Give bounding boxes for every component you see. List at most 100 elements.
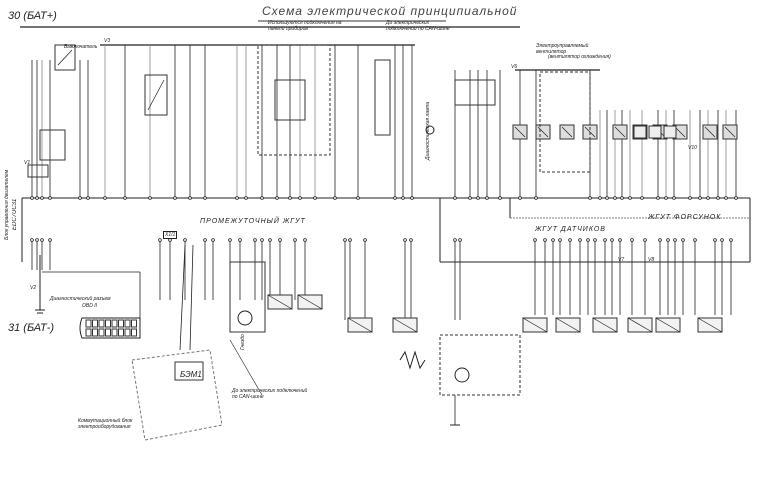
actuator-diagonal xyxy=(514,126,526,138)
connector-pin xyxy=(235,196,239,200)
battery-minus-label: 31 (БАТ-) xyxy=(8,322,55,334)
can-note-top: До электрических подключений по CAN-шине xyxy=(386,20,450,32)
ref-v2: V2 xyxy=(30,285,37,291)
connector-pin xyxy=(588,196,592,200)
can-note: До электрических подключений по CAN-шине xyxy=(232,388,308,400)
connector-pin xyxy=(40,238,44,242)
connector-pin xyxy=(620,196,624,200)
diagram-title: Схема электрической принципиальной xyxy=(262,4,518,18)
obd-pin xyxy=(124,319,131,328)
injector-coil xyxy=(648,125,662,139)
connector-pin xyxy=(558,238,562,242)
connector-pin xyxy=(724,196,728,200)
connector-pin xyxy=(485,196,489,200)
main-relay xyxy=(39,129,66,161)
obd-pin xyxy=(92,328,98,337)
fan-sublabel: (вентилятор охлаждения) xyxy=(548,54,611,60)
connector-pin xyxy=(203,196,207,200)
gauge-box xyxy=(229,261,266,333)
connector-tag: X1/1 xyxy=(163,231,178,239)
ignition-switch xyxy=(54,44,76,71)
gauge-icon xyxy=(237,310,253,326)
connector-pin xyxy=(543,238,547,242)
motor-icon xyxy=(454,367,470,383)
obd-pin xyxy=(85,328,92,337)
fan-label: Электроуправляемый вентилятор xyxy=(536,43,589,55)
connector-pin xyxy=(275,196,279,200)
sensor-diagonal xyxy=(592,317,618,333)
sensor-harness-label: ЖГУТ ДАТЧИКОВ xyxy=(535,226,606,233)
connector-pin xyxy=(688,196,692,200)
connector-pin xyxy=(48,238,52,242)
connector-pin xyxy=(410,196,414,200)
connector-pin xyxy=(610,238,614,242)
socket-label: Гнездо xyxy=(240,334,246,350)
connector-pin xyxy=(123,196,127,200)
connector-pin xyxy=(35,238,39,242)
connector-pin xyxy=(148,196,152,200)
connector-pin xyxy=(453,238,457,242)
connector-pin xyxy=(681,238,685,242)
intermediate-harness-label: ПРОМЕЖУТОЧНЫЙ ЖГУТ xyxy=(200,218,306,225)
ecu-model: EDC7UC31 xyxy=(12,198,18,230)
connector-pin xyxy=(268,238,272,242)
connector-pin xyxy=(173,196,177,200)
connector-pin xyxy=(348,238,352,242)
connector-pin xyxy=(30,196,34,200)
connector-pin xyxy=(403,238,407,242)
title-underline xyxy=(258,20,446,22)
connector-pin xyxy=(188,196,192,200)
connector-pin xyxy=(343,238,347,242)
connector-pin xyxy=(534,196,538,200)
connector-pin xyxy=(658,238,662,242)
actuator-diagonal xyxy=(674,126,686,138)
fuse-block xyxy=(27,164,49,178)
bem-wire xyxy=(189,244,194,351)
connector-pin xyxy=(656,196,660,200)
connector-pin xyxy=(734,196,738,200)
sensor-diagonal xyxy=(697,317,723,333)
sensor-diagonal xyxy=(297,294,323,310)
can-module xyxy=(374,59,391,136)
connector-pin xyxy=(551,238,555,242)
leader-line xyxy=(229,339,263,396)
sensor-diagonal xyxy=(522,317,548,333)
instrument-note: Используются подключения на панели прибо… xyxy=(268,20,342,32)
connector-pin xyxy=(278,238,282,242)
diag-lamp-icon xyxy=(425,125,435,135)
connector-pin xyxy=(356,196,360,200)
battery-plus-label: 30 (БАТ+) xyxy=(8,10,57,22)
diag-connector-label: Диагностический разъем xyxy=(50,296,111,302)
connector-pin xyxy=(78,196,82,200)
pedal-switch xyxy=(454,79,496,106)
sensor-diagonal xyxy=(267,294,293,310)
connector-pin xyxy=(158,238,162,242)
bem-module xyxy=(174,361,204,381)
connector-pin xyxy=(586,238,590,242)
connector-pin xyxy=(228,238,232,242)
connector-pin xyxy=(48,196,52,200)
sensor-diagonal xyxy=(655,317,681,333)
connector-pin xyxy=(40,196,44,200)
connector-pin xyxy=(605,196,609,200)
connector-pin xyxy=(672,196,676,200)
obd-connector xyxy=(79,317,141,339)
obd-pin xyxy=(98,319,105,328)
sensor-diagonal xyxy=(555,317,581,333)
obd-pin xyxy=(118,328,124,337)
connector-pin xyxy=(30,238,34,242)
connector-pin xyxy=(203,238,207,242)
connector-pin xyxy=(409,238,413,242)
obd-pin xyxy=(124,328,131,337)
obd-pin xyxy=(131,319,137,328)
connector-pin xyxy=(183,238,187,242)
actuator-diagonal xyxy=(561,126,573,138)
connector-pin xyxy=(253,238,257,242)
connector-pin xyxy=(518,196,522,200)
connector-pin xyxy=(498,196,502,200)
instrument-panel-box xyxy=(257,44,331,156)
connector-pin xyxy=(293,238,297,242)
connector-pin xyxy=(468,196,472,200)
bem-note: Коммутационный блок электрооборудования xyxy=(78,418,133,430)
